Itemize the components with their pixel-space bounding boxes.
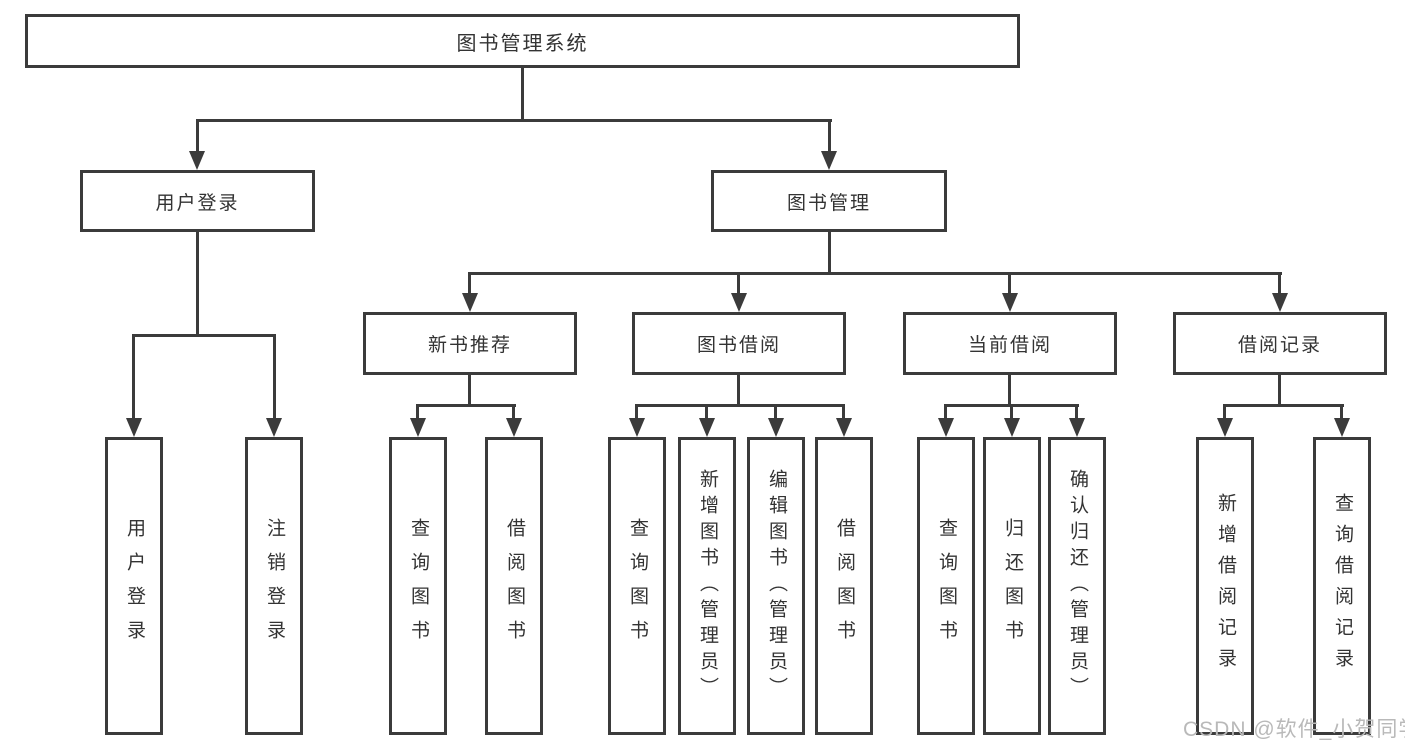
node-book-borrowing: 图书借阅 [632, 312, 846, 375]
leaf-label: 新增图书（管理员） [696, 469, 718, 703]
connector-line [828, 119, 831, 155]
connector-line [1223, 404, 1226, 421]
arrow-down-icon [189, 151, 205, 170]
leaf-label: 查询借阅记录 [1331, 493, 1353, 679]
node-current-borrowing: 当前借阅 [903, 312, 1117, 375]
connector-line [468, 272, 1282, 275]
arrow-down-icon [731, 293, 747, 312]
arrow-down-icon [821, 151, 837, 170]
leaf-label: 归还图书 [1001, 518, 1023, 654]
arrow-down-icon [462, 293, 478, 312]
leaf-label: 编辑图书（管理员） [765, 469, 787, 703]
connector-line [196, 119, 832, 122]
leaf-borrow-books: 借阅图书 [815, 437, 873, 735]
arrow-down-icon [836, 418, 852, 437]
leaf-edit-books-admin: 编辑图书（管理员） [747, 437, 805, 735]
arrow-down-icon [699, 418, 715, 437]
leaf-query-books: 查询图书 [389, 437, 447, 735]
leaf-query-borrow-record: 查询借阅记录 [1313, 437, 1371, 735]
arrow-down-icon [1069, 418, 1085, 437]
connector-line [1008, 375, 1011, 407]
connector-line [196, 232, 199, 336]
connector-line [1278, 375, 1281, 407]
connector-line [1010, 404, 1013, 421]
leaf-confirm-return-admin: 确认归还（管理员） [1048, 437, 1106, 735]
arrow-down-icon [410, 418, 426, 437]
node-new-book-recommendation: 新书推荐 [363, 312, 577, 375]
connector-line [737, 375, 740, 407]
leaf-label: 确认归还（管理员） [1066, 469, 1088, 703]
connector-line [521, 68, 524, 122]
leaf-label: 注销登录 [263, 518, 285, 654]
leaf-label: 查询图书 [935, 518, 957, 654]
connector-line [468, 375, 471, 407]
leaf-user-login: 用户登录 [105, 437, 163, 735]
arrow-down-icon [1334, 418, 1350, 437]
node-borrowing-records: 借阅记录 [1173, 312, 1387, 375]
leaf-label: 新增借阅记录 [1214, 493, 1236, 679]
arrow-down-icon [1217, 418, 1233, 437]
connector-line [1223, 404, 1344, 407]
connector-line [1278, 272, 1281, 296]
connector-line [1075, 404, 1078, 421]
connector-line [416, 404, 419, 421]
arrow-down-icon [506, 418, 522, 437]
connector-line [273, 334, 276, 422]
arrow-down-icon [938, 418, 954, 437]
leaf-label: 借阅图书 [503, 518, 525, 654]
arrow-down-icon [1272, 293, 1288, 312]
connector-line [1008, 272, 1011, 296]
leaf-logout-login: 注销登录 [245, 437, 303, 735]
arrow-down-icon [768, 418, 784, 437]
watermark: CSDN @软件_小贺同学 [1183, 718, 1405, 741]
leaf-label: 借阅图书 [833, 518, 855, 654]
arrow-down-icon [629, 418, 645, 437]
arrow-down-icon [126, 418, 142, 437]
node-book-management: 图书管理 [711, 170, 947, 232]
leaf-label: 查询图书 [626, 518, 648, 654]
leaf-query-books: 查询图书 [917, 437, 975, 735]
connector-line [828, 232, 831, 275]
connector-line [132, 334, 276, 337]
connector-line [512, 404, 515, 421]
leaf-add-borrow-record: 新增借阅记录 [1196, 437, 1254, 735]
connector-line [737, 272, 740, 296]
connector-line [468, 272, 471, 296]
connector-line [842, 404, 845, 421]
arrow-down-icon [1002, 293, 1018, 312]
connector-line [774, 404, 777, 421]
connector-line [132, 334, 135, 422]
leaf-borrow-books: 借阅图书 [485, 437, 543, 735]
leaf-label: 用户登录 [123, 518, 145, 654]
node-user-login: 用户登录 [80, 170, 315, 232]
connector-line [1340, 404, 1343, 421]
connector-line [416, 404, 516, 407]
leaf-return-books: 归还图书 [983, 437, 1041, 735]
connector-line [944, 404, 947, 421]
leaf-add-books-admin: 新增图书（管理员） [678, 437, 736, 735]
arrow-down-icon [266, 418, 282, 437]
leaf-query-books: 查询图书 [608, 437, 666, 735]
connector-line [196, 119, 199, 155]
connector-line [705, 404, 708, 421]
node-library-management-system: 图书管理系统 [25, 14, 1020, 68]
leaf-label: 查询图书 [407, 518, 429, 654]
connector-line [635, 404, 638, 421]
connector-line [635, 404, 845, 407]
arrow-down-icon [1004, 418, 1020, 437]
